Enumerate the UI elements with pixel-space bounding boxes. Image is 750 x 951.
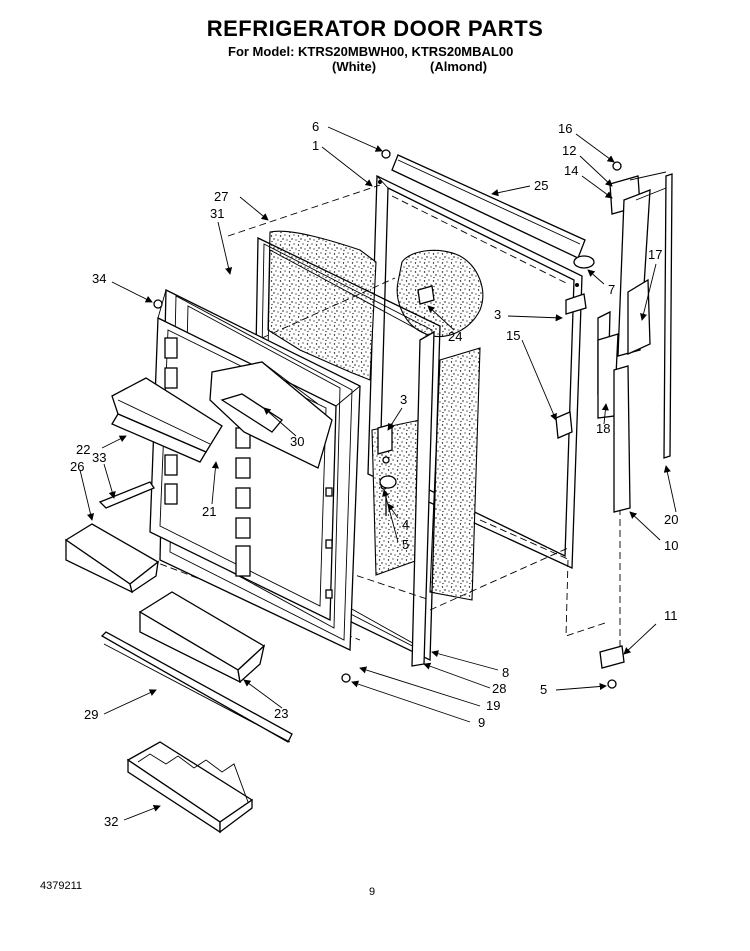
callout-29: 29 — [84, 707, 98, 722]
part-3-4-door-stop — [377, 423, 397, 516]
part-24-insulation-patch — [396, 249, 484, 338]
part-10-lower-trim — [613, 365, 631, 513]
callout-26: 26 — [70, 459, 84, 474]
part-32-egg-tray — [126, 741, 254, 834]
callout-11: 11 — [664, 608, 678, 623]
callout-15: 15 — [506, 328, 520, 343]
part-22-dairy-door — [111, 377, 223, 463]
callout-7: 7 — [608, 282, 615, 297]
callout-9: 9 — [478, 715, 485, 730]
callout-17: 17 — [648, 247, 662, 262]
callout-30: 30 — [290, 434, 304, 449]
document-number: 4379211 — [40, 880, 83, 892]
part-29-trim-strip — [100, 631, 293, 743]
callout-27: 27 — [214, 189, 228, 204]
callout-5: 5 — [402, 537, 409, 552]
variant-almond: (Almond) — [430, 59, 488, 74]
callout-18: 18 — [596, 421, 610, 436]
callout-22: 22 — [76, 442, 90, 457]
part-17-hinge-cover — [627, 278, 651, 356]
part-33-clip — [98, 481, 155, 509]
callout-1: 1 — [312, 138, 319, 153]
page-number: 9 — [369, 886, 376, 898]
callout-31: 31 — [210, 206, 224, 221]
part-20-side-trim-strip — [629, 171, 673, 459]
callout-34: 34 — [92, 271, 106, 286]
callout-16: 16 — [558, 121, 572, 136]
callout-12: 12 — [562, 143, 576, 158]
part-15-latch-bracket — [555, 411, 573, 439]
callout-25: 25 — [534, 178, 548, 193]
model-line: For Model: KTRS20MBWH00, KTRS20MBAL00 — [228, 44, 514, 59]
callout-3: 3 — [400, 392, 407, 407]
callout-5: 5 — [540, 682, 547, 697]
part-18-hinge-spacer — [597, 310, 619, 419]
screw-parts — [153, 149, 622, 689]
leader-lines — [79, 126, 677, 821]
callout-21: 21 — [202, 504, 216, 519]
callout-28: 28 — [492, 681, 506, 696]
callout-6: 6 — [312, 119, 319, 134]
callout-4: 4 — [402, 517, 409, 532]
callout-10: 10 — [664, 538, 678, 553]
callout-33: 33 — [92, 450, 106, 465]
callout-19: 19 — [486, 698, 500, 713]
callout-labels: 6 1 25 27 31 34 24 3 15 3 4 5 16 12 14 7… — [70, 119, 678, 829]
part-26-small-door-bin — [64, 523, 160, 594]
part-23-large-door-bin — [138, 591, 266, 684]
callout-24: 24 — [448, 329, 462, 344]
callout-32: 32 — [104, 814, 118, 829]
callout-20: 20 — [664, 512, 678, 527]
part-11-lower-hinge — [599, 645, 625, 669]
part-30-dairy-compartment — [209, 361, 333, 469]
page-title: REFRIGERATOR DOOR PARTS — [206, 16, 544, 41]
variant-white: (White) — [332, 59, 377, 74]
callout-3: 3 — [494, 307, 501, 322]
callout-8: 8 — [502, 665, 509, 680]
callout-14: 14 — [564, 163, 578, 178]
liner-shelf-mounts — [164, 337, 333, 599]
callout-23: 23 — [274, 706, 288, 721]
